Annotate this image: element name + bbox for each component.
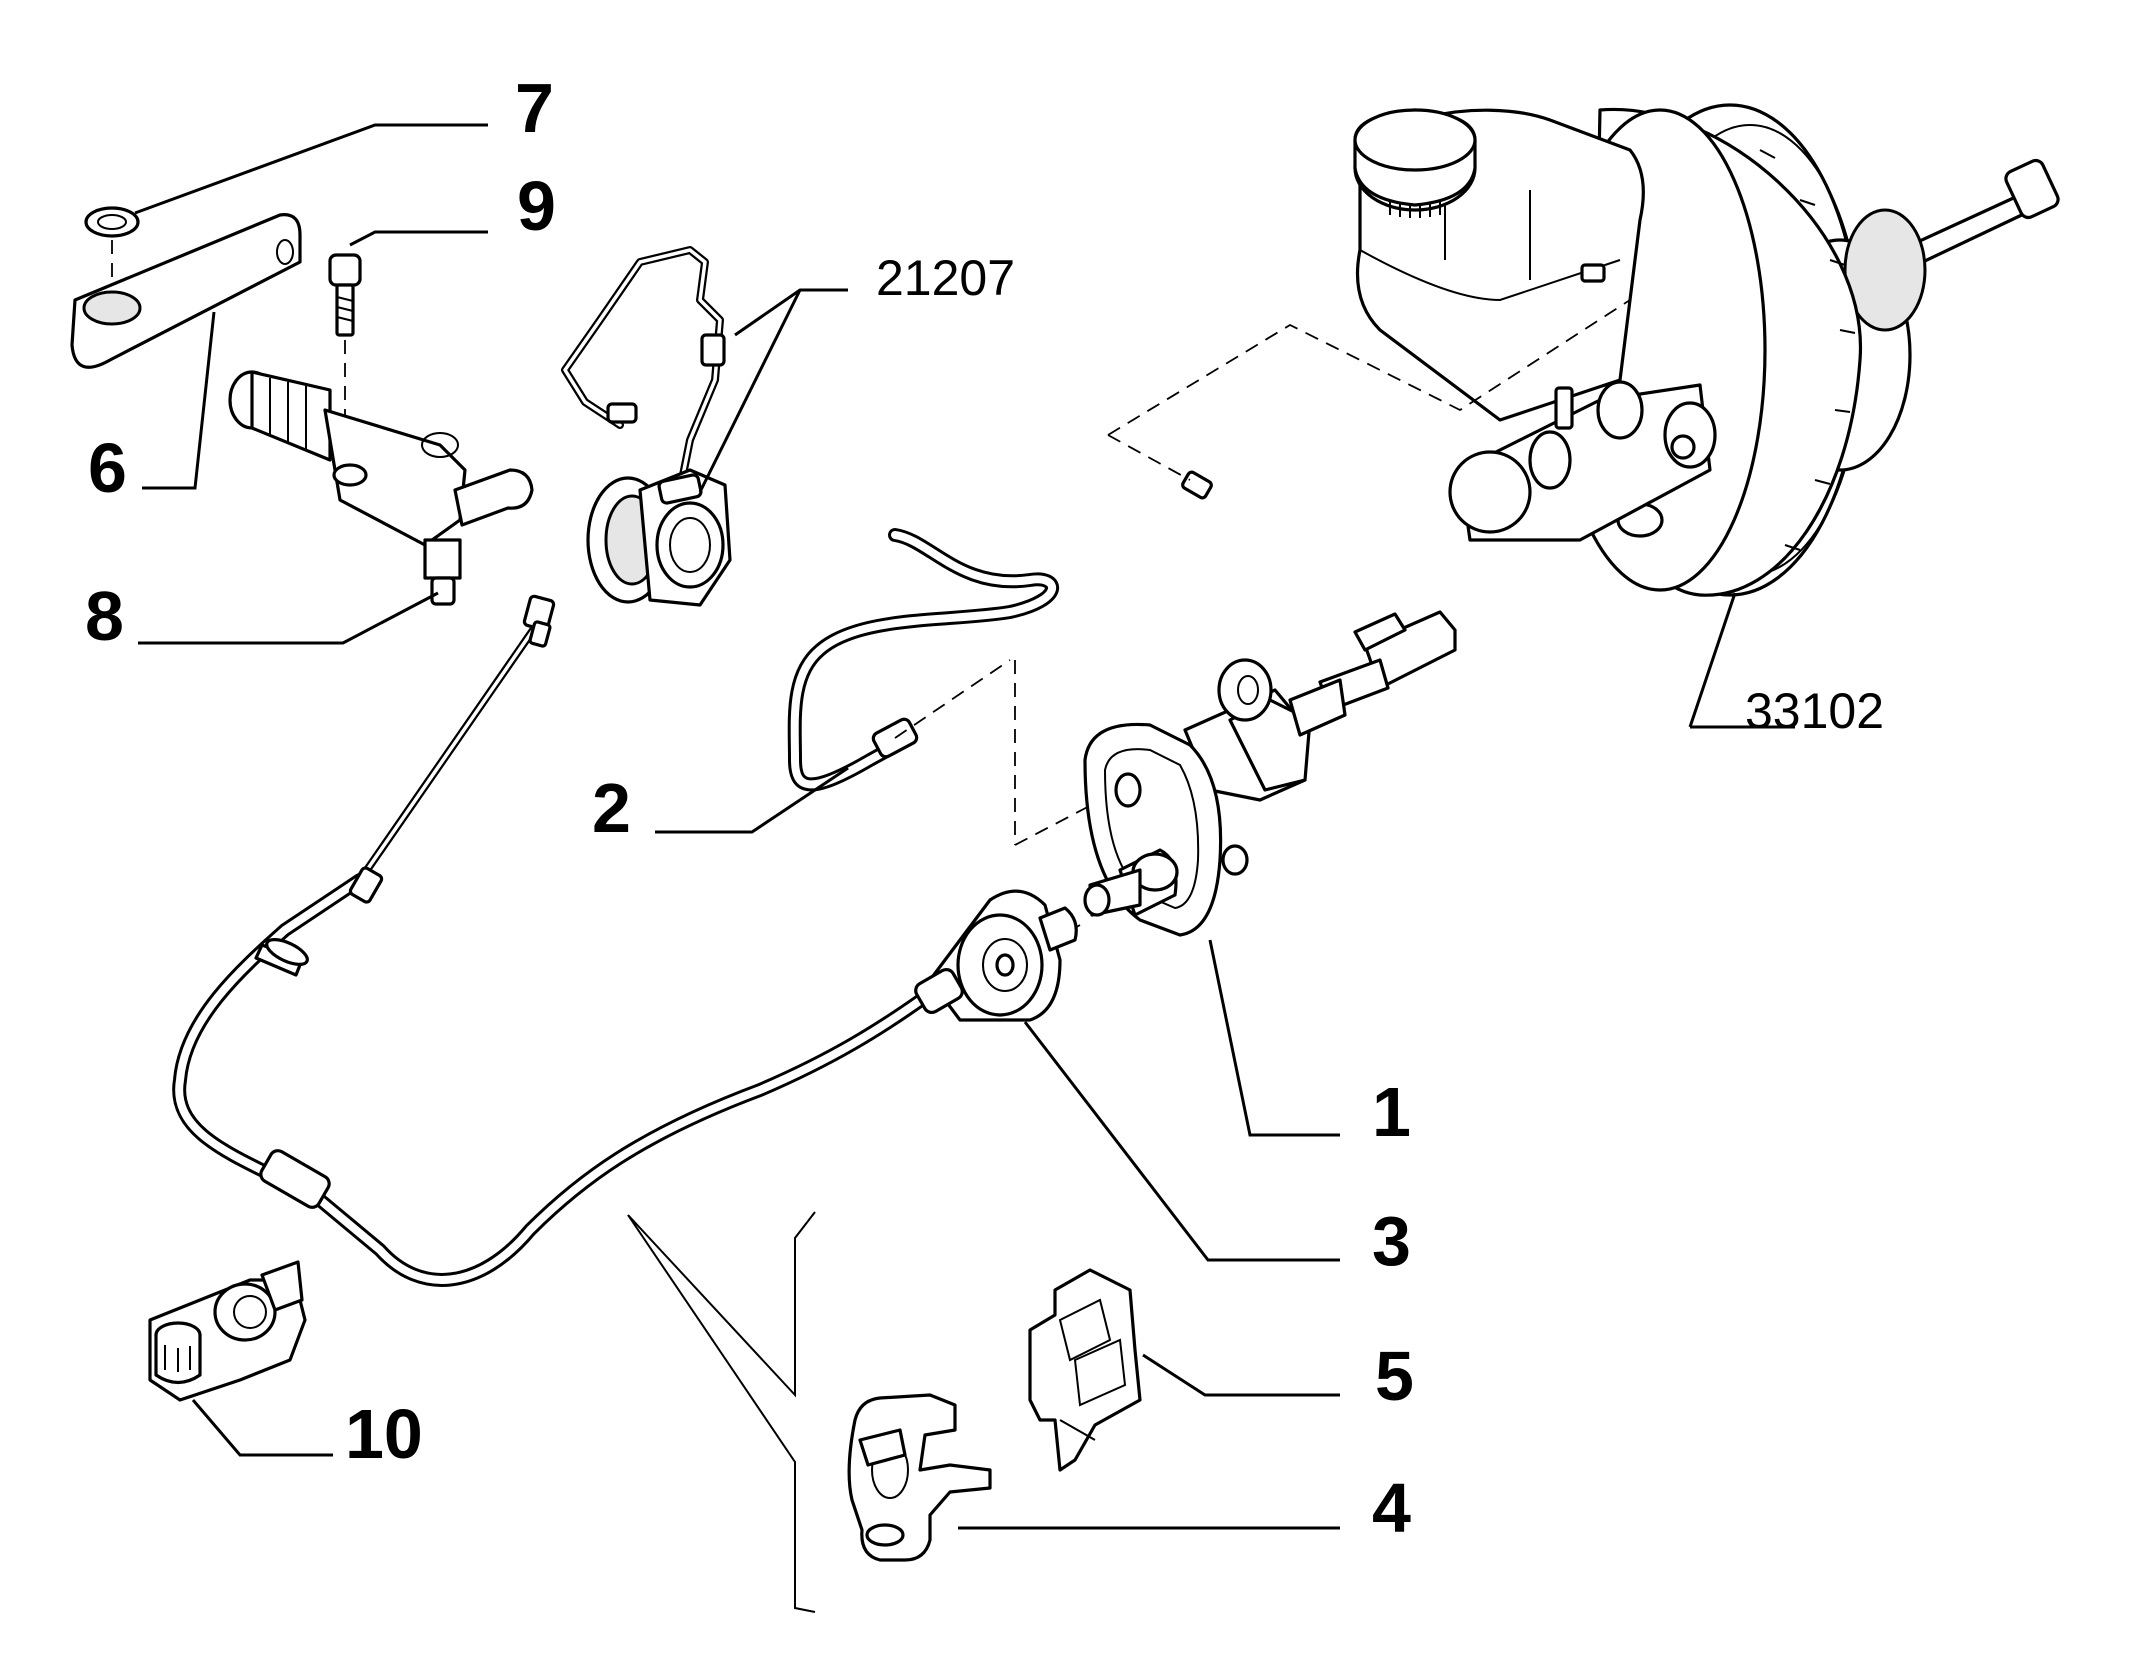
callout-2: 2 (592, 769, 631, 847)
bracket-clip-part-5 (1028, 1268, 1142, 1472)
callout-4: 4 (1372, 1469, 1411, 1547)
callout-9: 9 (517, 167, 556, 245)
hose-clip-part-4 (847, 1393, 992, 1562)
callout-1: 1 (1372, 1073, 1411, 1151)
separator-lines (627, 1211, 816, 1613)
clutch-master-cylinder-part-1 (1083, 610, 1457, 937)
bolt-part-9 (328, 253, 362, 475)
callout-10: 10 (345, 1395, 423, 1473)
concentric-slave-cylinder-21207 (586, 468, 732, 607)
callout-6: 6 (88, 429, 127, 507)
clutch-lever-part-6 (70, 213, 302, 369)
brake-booster-assembly-33102 (1353, 103, 2060, 597)
leader-lines (134, 123, 1795, 1530)
callout-7: 7 (515, 69, 554, 147)
pulsation-damper-part-3 (914, 889, 1078, 1022)
callout-labels: 7 9 6 8 2 1 3 5 4 10 21207 33102 (85, 69, 1884, 1547)
callout-3: 3 (1372, 1202, 1411, 1280)
ring-washer-part-7 (84, 206, 140, 285)
callout-5: 5 (1375, 1337, 1414, 1415)
reference-21207: 21207 (876, 250, 1015, 306)
clutch-pressure-line (172, 594, 942, 1287)
reference-33102: 33102 (1745, 683, 1884, 739)
slave-cylinder-part-8 (228, 370, 534, 606)
callout-8: 8 (85, 577, 124, 655)
slave-cylinder-pipe (561, 246, 726, 494)
support-clip-part-10 (148, 1260, 307, 1402)
